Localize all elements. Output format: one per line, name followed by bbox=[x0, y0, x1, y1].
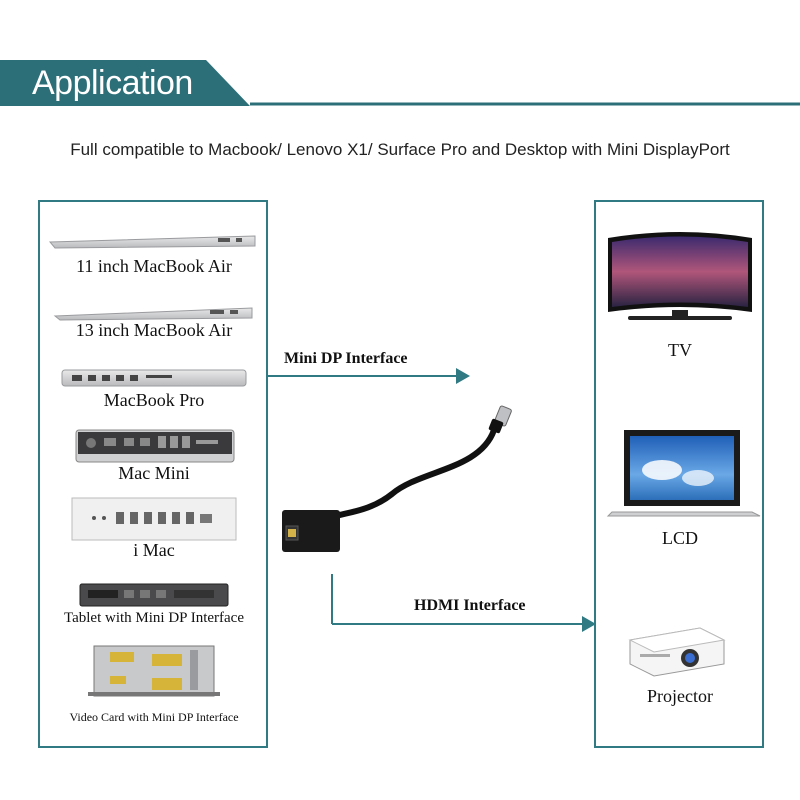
page-subtitle: Full compatible to Macbook/ Lenovo X1/ S… bbox=[70, 140, 730, 159]
macbook-air-13-icon bbox=[53, 307, 253, 321]
source-devices-panel bbox=[38, 200, 268, 748]
projector-icon bbox=[628, 627, 726, 677]
device-label-macbook-air-13: 13 inch MacBook Air bbox=[75, 320, 233, 340]
video-card-icon bbox=[88, 645, 220, 697]
tablet-icon bbox=[79, 583, 229, 607]
device-label-lcd: LCD bbox=[662, 528, 698, 548]
mac-mini-icon bbox=[75, 429, 235, 463]
hdmi-arrow bbox=[331, 574, 596, 632]
device-label-macbook-air-11: 11 inch MacBook Air bbox=[76, 256, 232, 276]
page-title: Application bbox=[32, 64, 193, 102]
target-devices-panel bbox=[594, 200, 764, 748]
mini-dp-interface-label: Mini DP Interface bbox=[284, 350, 408, 367]
device-label-macbook-pro: MacBook Pro bbox=[103, 390, 205, 410]
device-label-imac: i Mac bbox=[133, 540, 175, 560]
device-label-video-card: Video Card with Mini DP Interface bbox=[69, 710, 239, 724]
tv-icon bbox=[608, 232, 752, 320]
macbook-air-11-icon bbox=[48, 235, 256, 249]
header-banner: Application bbox=[0, 60, 800, 106]
mini-dp-arrow bbox=[268, 368, 470, 384]
imac-icon bbox=[71, 497, 237, 541]
lcd-monitor-icon bbox=[606, 430, 761, 517]
device-label-tablet: Tablet with Mini DP Interface bbox=[63, 610, 244, 626]
device-label-projector: Projector bbox=[647, 686, 713, 706]
hdmi-interface-label: HDMI Interface bbox=[414, 597, 526, 614]
device-label-mac-mini: Mac Mini bbox=[118, 463, 190, 483]
adapter-cable-icon bbox=[282, 405, 512, 552]
device-label-tv: TV bbox=[668, 340, 692, 360]
banner-shape bbox=[0, 60, 800, 106]
macbook-pro-icon bbox=[61, 369, 247, 387]
